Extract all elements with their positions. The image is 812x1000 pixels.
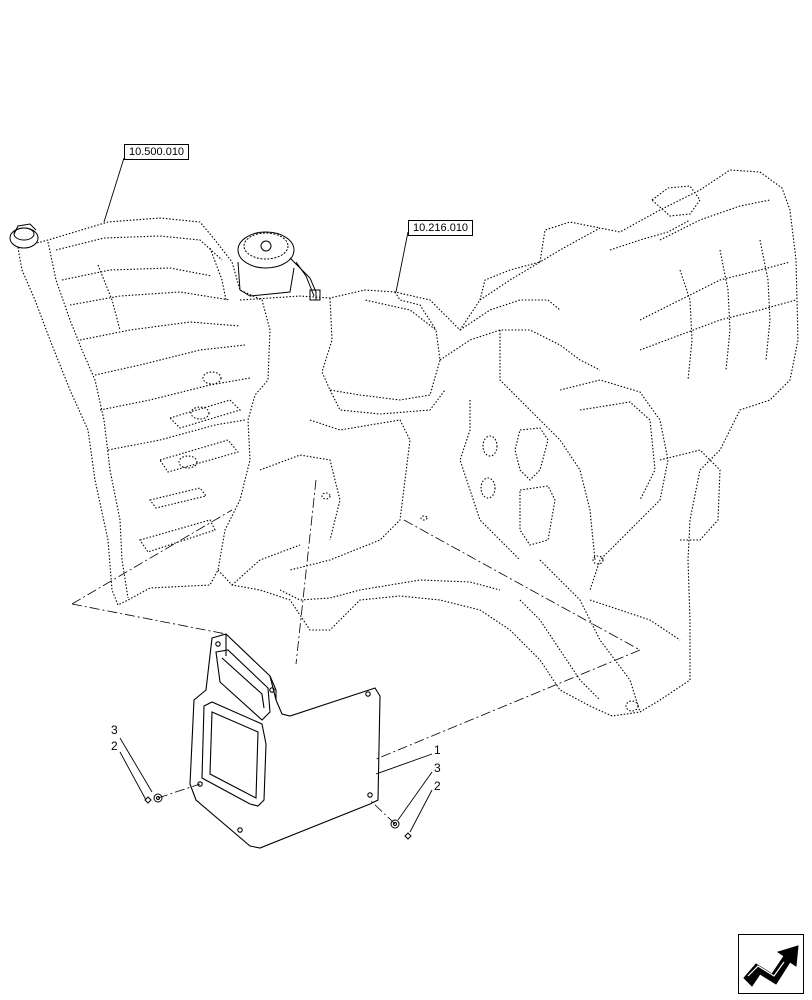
- callout-washer-right: 3: [434, 761, 441, 775]
- reference-fuel-tank[interactable]: 10.500.010: [124, 144, 190, 160]
- hardware-right: [390, 819, 412, 840]
- fuel-sender-unit: [237, 231, 321, 301]
- assembly-lines: [71, 479, 641, 825]
- access-panel-part-1: [189, 633, 381, 849]
- callout-bolt-right: 2: [434, 779, 441, 793]
- fuel-filler-cap: [9, 223, 39, 249]
- arrow-navigation-icon[interactable]: [738, 934, 804, 994]
- chassis-frame-outline: [17, 169, 799, 717]
- leader-lines: [103, 157, 433, 833]
- callout-panel: 1: [434, 743, 441, 757]
- callout-washer-left: 3: [111, 723, 118, 737]
- callout-bolt-left: 2: [111, 739, 118, 753]
- reference-frame[interactable]: 10.216.010: [408, 220, 474, 236]
- hardware-left: [144, 793, 163, 804]
